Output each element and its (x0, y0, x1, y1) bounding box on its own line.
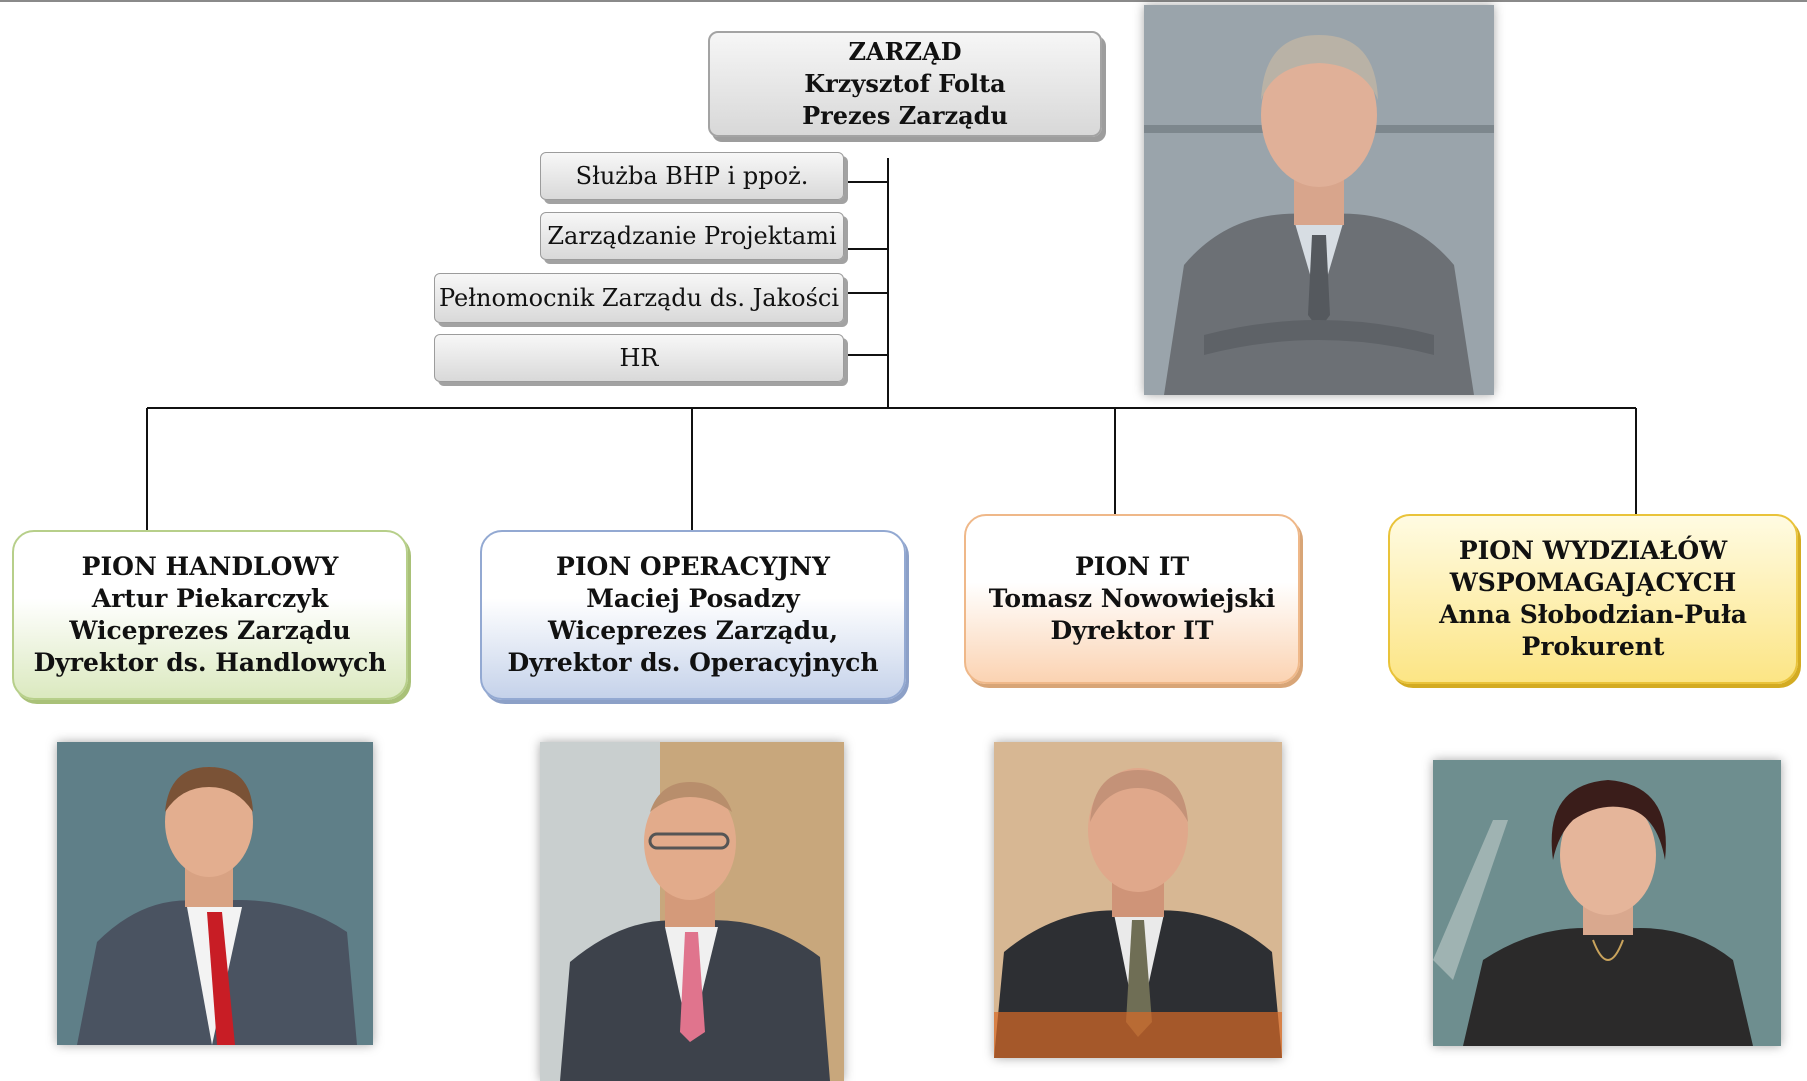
division-role: Prokurent (1521, 632, 1665, 661)
division-role: Wiceprezes Zarządu (69, 616, 351, 645)
operations-director-photo (540, 742, 844, 1081)
division-support-box: PION WYDZIAŁÓW WSPOMAGAJĄCYCH Anna Słobo… (1388, 514, 1798, 684)
board-president-photo (1144, 5, 1494, 395)
division-role-2: Dyrektor ds. Handlowych (33, 648, 387, 677)
staff-unit-quality: Pełnomocnik Zarządu ds. Jakości (434, 273, 844, 323)
top-border (0, 0, 1807, 2)
staff-unit-project-management: Zarządzanie Projektami (540, 212, 844, 260)
division-title: PION WYDZIAŁÓW (1458, 536, 1728, 565)
division-operations-box: PION OPERACYJNY Maciej Posadzy Wicepreze… (480, 530, 906, 700)
division-person: Tomasz Nowowiejski (988, 584, 1276, 613)
division-title: PION IT (1074, 552, 1190, 581)
division-person: Maciej Posadzy (586, 584, 800, 613)
division-person: Anna Słobodzian-Puła (1439, 600, 1747, 629)
staff-unit-bhp: Służba BHP i ppoż. (540, 152, 844, 200)
division-it-box: PION IT Tomasz Nowowiejski Dyrektor IT (964, 514, 1300, 684)
board-person: Krzysztof Folta (804, 69, 1006, 98)
support-director-photo (1433, 760, 1781, 1046)
division-title: PION HANDLOWY (81, 552, 339, 581)
division-role: Dyrektor IT (1050, 616, 1214, 645)
board-box: ZARZĄD Krzysztof Folta Prezes Zarządu (708, 31, 1102, 137)
division-role: Wiceprezes Zarządu, (547, 616, 839, 645)
staff-unit-label: Służba BHP i ppoż. (575, 162, 809, 190)
division-person: Artur Piekarczyk (91, 584, 329, 613)
division-sales-box: PION HANDLOWY Artur Piekarczyk Wicepreze… (12, 530, 408, 700)
staff-unit-label: HR (619, 344, 659, 372)
it-director-photo (994, 742, 1282, 1058)
board-title: ZARZĄD (848, 37, 962, 66)
staff-unit-label: Zarządzanie Projektami (547, 222, 837, 250)
division-title: PION OPERACYJNY (556, 552, 830, 581)
staff-unit-label: Pełnomocnik Zarządu ds. Jakości (438, 284, 840, 312)
division-title-2: WSPOMAGAJĄCYCH (1449, 568, 1737, 597)
staff-unit-hr: HR (434, 334, 844, 382)
sales-director-photo (57, 742, 373, 1045)
division-role-2: Dyrektor ds. Operacyjnych (507, 648, 879, 677)
board-role: Prezes Zarządu (802, 101, 1008, 130)
